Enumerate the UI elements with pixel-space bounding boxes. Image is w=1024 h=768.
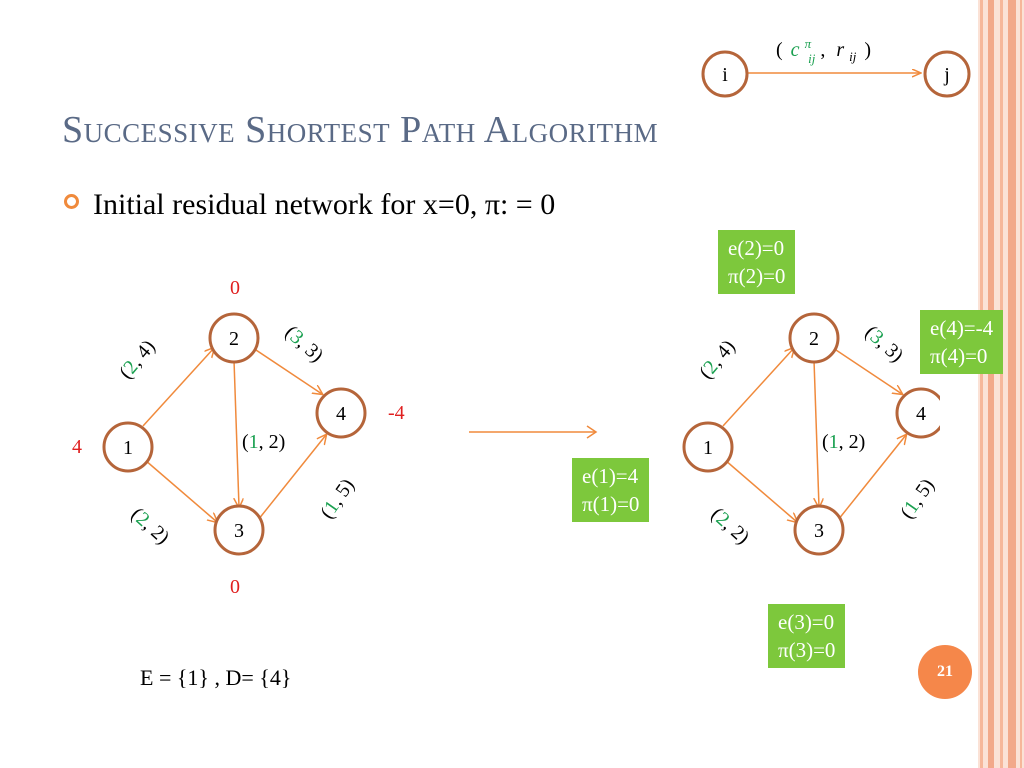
legend-label: ( c π ij , r ij ): [776, 31, 871, 68]
edge-2-4: [832, 347, 902, 394]
legend-diagram: i j ( c π ij , r ij ): [701, 31, 971, 98]
edge-label-3-4: (1, 5): [896, 475, 939, 523]
graph-node-1-label: 1: [703, 437, 713, 459]
edge-1-2: [722, 348, 794, 427]
excess-node-2: e(2)=0: [728, 236, 785, 260]
info-box-node-3: e(3)=0 π(3)=0: [768, 604, 846, 668]
info-box-node-4: e(4)=-4 π(4)=0: [920, 310, 1004, 374]
left-graph: 1 2 3 4 4 0 0 -4 (2, 4) (3, 3) (1, 2) (2…: [72, 277, 405, 598]
supply-node-4: -4: [388, 402, 405, 424]
supply-node-2: 0: [230, 277, 240, 299]
decorative-stripes: [978, 0, 1024, 768]
graph-node-4: [895, 387, 940, 439]
edge-label-1-2: (2, 4): [115, 336, 160, 383]
legend-node-i: [701, 50, 749, 98]
graph-node-3-label: 3: [814, 520, 824, 542]
edge-1-3: [724, 459, 797, 522]
edge-3-4: [257, 435, 326, 521]
legend-node-j: [923, 50, 971, 98]
info-box-node-2: e(2)=0 π(2)=0: [718, 230, 796, 294]
supply-node-3: 0: [230, 576, 240, 598]
graph-node-2: [788, 312, 840, 364]
info-box-node-1: e(1)=4 π(1)=0: [572, 458, 650, 522]
graph-node-2: [208, 312, 260, 364]
transition-arrow: [469, 425, 598, 439]
graph-node-4-label: 4: [916, 403, 926, 425]
edge-2-3: [814, 359, 819, 507]
potential-node-2: π(2)=0: [728, 264, 786, 288]
graph-node-1-label: 1: [123, 437, 133, 459]
excess-node-3: e(3)=0: [778, 610, 835, 634]
graph-node-1: [102, 421, 154, 473]
graph-node-2-label: 2: [229, 328, 239, 350]
edge-label-2-4: (3, 3): [281, 321, 328, 366]
legend-node-j-label: j: [943, 64, 950, 86]
graph-node-3-label: 3: [234, 520, 244, 542]
edge-label-2-3: (1, 2): [242, 431, 285, 453]
legend-node-i-label: i: [722, 64, 728, 86]
edge-label-1-2: (2, 4): [695, 336, 740, 383]
potential-node-1: π(1)=0: [582, 492, 640, 516]
bullet-item: Initial residual network for x=0, π: = 0: [64, 188, 555, 222]
graph-node-2-label: 2: [809, 328, 819, 350]
graph-node-4: [315, 387, 367, 439]
edge-label-1-3: (2, 2): [127, 503, 174, 548]
bullet-text: Initial residual network for x=0, π: = 0: [93, 188, 556, 221]
edge-label-1-3: (2, 2): [707, 503, 754, 548]
bullet-icon: [64, 194, 79, 209]
edge-label-3-4: (1, 5): [316, 475, 359, 523]
slide-title: Successive Shortest Path Algorithm: [62, 109, 659, 151]
excess-node-1: e(1)=4: [582, 464, 639, 488]
edge-2-3: [234, 359, 239, 507]
edge-label-2-4: (3, 3): [861, 321, 908, 366]
edge-label-2-3: (1, 2): [822, 431, 865, 453]
edge-2-4: [252, 347, 322, 394]
potential-node-3: π(3)=0: [778, 638, 836, 662]
excess-deficit-sets: E = {1} , D= {4}: [140, 665, 292, 690]
edge-3-4: [837, 435, 906, 521]
graph-node-3: [793, 504, 845, 556]
graph-node-1: [682, 421, 734, 473]
excess-node-4: e(4)=-4: [930, 316, 994, 340]
supply-node-1: 4: [72, 436, 82, 458]
edge-1-2: [142, 348, 214, 427]
graph-node-3: [213, 504, 265, 556]
graph-node-4-label: 4: [336, 403, 346, 425]
right-graph: 1 2 3 4 (2, 4) (3, 3) (1, 2) (2, 2) (1, …: [682, 312, 940, 556]
edge-1-3: [144, 459, 217, 522]
page-number-badge: 21: [918, 645, 972, 699]
potential-node-4: π(4)=0: [930, 344, 988, 368]
